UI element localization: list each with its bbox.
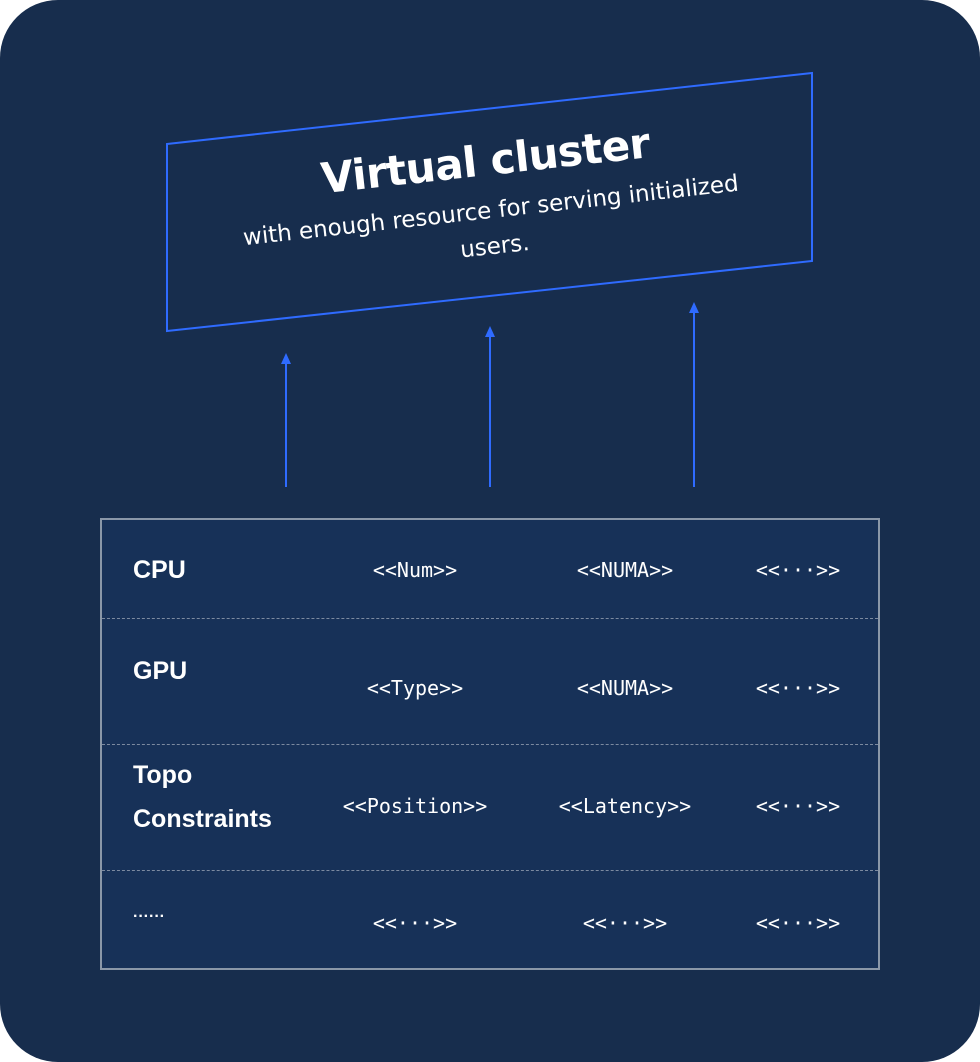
arrow-left-head xyxy=(281,353,291,364)
cell-more-2: <<···>> xyxy=(582,911,668,935)
arrow-middle-head xyxy=(485,326,495,337)
cell-cpu-2: <<NUMA>> xyxy=(576,558,674,582)
cell-more-3: <<···>> xyxy=(755,911,841,935)
row-label-gpu: GPU xyxy=(133,657,188,685)
row-label-cpu: CPU xyxy=(133,556,186,584)
cell-gpu-3: <<···>> xyxy=(755,676,841,700)
table-row-more: ······ <<···>> <<···>> <<···>> xyxy=(102,871,878,968)
cell-gpu-1: <<Type>> xyxy=(366,676,464,700)
virtual-cluster-box xyxy=(166,71,813,333)
cell-gpu-2: <<NUMA>> xyxy=(576,676,674,700)
arrow-right-head xyxy=(689,302,699,313)
row-label-constraints: Constraints xyxy=(133,805,272,833)
row-label-topo: Topo xyxy=(133,761,193,789)
cell-cpu-3: <<···>> xyxy=(755,558,841,582)
resource-table: CPU <<Num>> <<NUMA>> <<···>> GPU <<Type>… xyxy=(100,518,880,970)
cell-topo-1: <<Position>> xyxy=(342,794,488,818)
row-label-more: ······ xyxy=(133,908,165,925)
table-row-topo: Topo Constraints <<Position>> <<Latency>… xyxy=(102,745,878,871)
cell-cpu-1: <<Num>> xyxy=(372,558,458,582)
table-row-cpu: CPU <<Num>> <<NUMA>> <<···>> xyxy=(102,520,878,619)
table-row-gpu: GPU <<Type>> <<NUMA>> <<···>> xyxy=(102,619,878,745)
cell-more-1: <<···>> xyxy=(372,911,458,935)
cell-topo-3: <<···>> xyxy=(755,794,841,818)
cell-topo-2: <<Latency>> xyxy=(558,794,692,818)
